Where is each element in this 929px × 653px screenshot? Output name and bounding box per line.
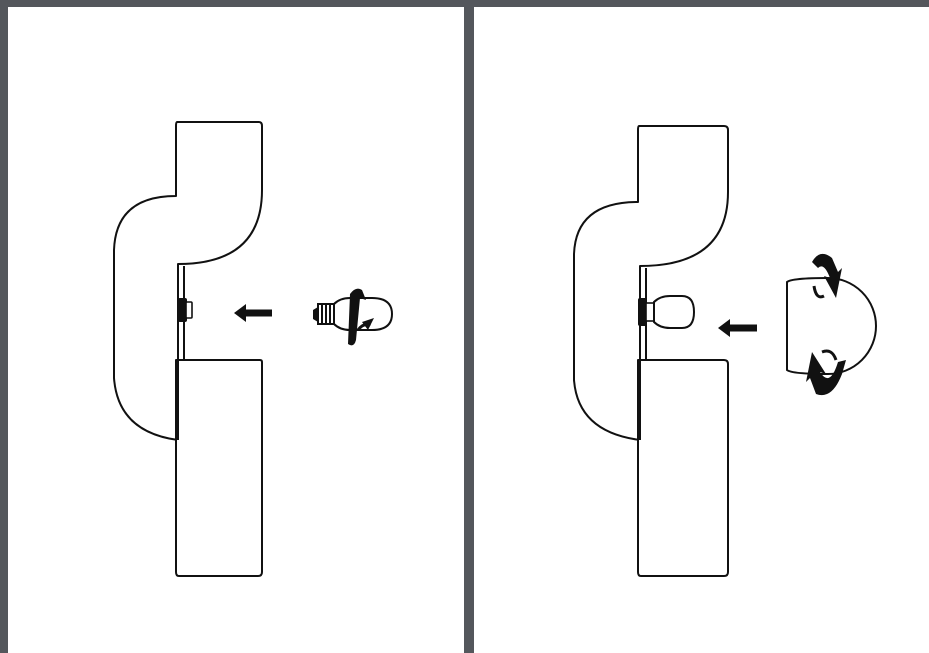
globe-shade-icon: [786, 276, 877, 376]
rotate-arrow-icon: [806, 253, 846, 396]
step-2-panel: [474, 7, 929, 653]
fixture-icon: [113, 121, 263, 577]
step-2-diagram: [573, 125, 877, 577]
step-1-panel: [8, 7, 464, 653]
bulb-icon: [313, 297, 394, 331]
rotate-arrow-icon: [348, 288, 374, 346]
arrow-left-icon: [234, 304, 272, 322]
socket-icon: [178, 298, 193, 322]
step-1-diagram: [113, 121, 394, 577]
arrow-left-icon: [718, 319, 757, 337]
fixture-icon: [573, 125, 729, 577]
bulb-icon: [638, 295, 696, 329]
